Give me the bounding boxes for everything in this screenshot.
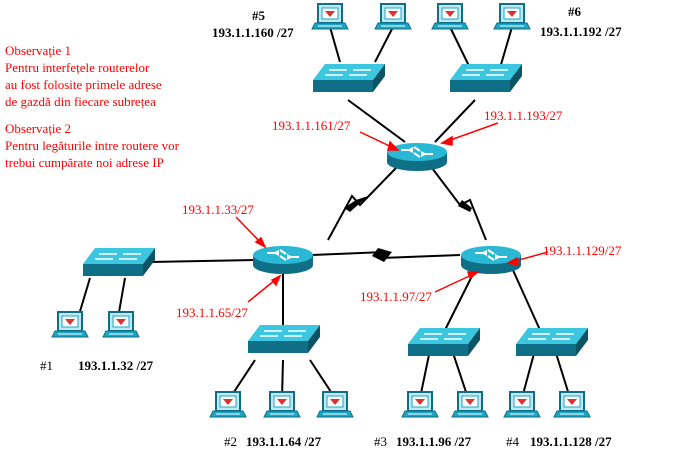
- subnet-5-number: #5: [252, 8, 266, 23]
- observation-1-line: de gazdă din fiecare subrețea: [5, 94, 156, 109]
- observation-2-line: Pentru legăturile intre routere vor: [5, 138, 180, 153]
- annotation-arrows: [235, 122, 549, 303]
- subnet-4-address: 193.1.1.128 /27: [530, 434, 612, 449]
- observation-2-title: Observație 2: [5, 121, 71, 136]
- switch-icon-5: [312, 63, 386, 93]
- interface-label: 193.1.1.161/27: [272, 118, 351, 133]
- observation-2-line: trebui cumpărate noi adrese IP: [5, 155, 164, 170]
- pc-icon: [493, 3, 531, 30]
- pc-icon: [209, 391, 247, 418]
- subnet-6-number: #6: [568, 4, 582, 19]
- observation-1-line: au fost folosite primele adrese: [5, 77, 162, 92]
- pc-icon: [263, 391, 301, 418]
- pc-icon: [51, 311, 89, 338]
- router-icon-left: [252, 245, 314, 275]
- subnet-1-address: 193.1.1.32 /27: [78, 358, 154, 373]
- pc-icon: [311, 3, 349, 30]
- pc-icon: [316, 391, 354, 418]
- switch-icon-1: [82, 247, 156, 277]
- interface-label: 193.1.1.33/27: [182, 202, 254, 217]
- pc-icon: [431, 3, 469, 30]
- subnet-3-number: #3: [374, 434, 387, 449]
- subnet-4-number: #4: [506, 434, 520, 449]
- interface-label: 193.1.1.193/27: [484, 108, 563, 123]
- interface-label: 193.1.1.129/27: [543, 243, 622, 258]
- observation-1-line: Pentru interfețele routerelor: [5, 60, 150, 75]
- interface-label: 193.1.1.65/27: [176, 305, 248, 320]
- observation-1-title: Observație 1: [5, 43, 71, 58]
- subnet-5-address: 193.1.1.160 /27: [212, 25, 294, 40]
- switch-icon-2: [247, 324, 321, 354]
- serial-links: [311, 167, 487, 260]
- subnet-1-number: #1: [40, 358, 53, 373]
- pc-icon: [102, 311, 140, 338]
- subnet-2-address: 193.1.1.64 /27: [246, 434, 322, 449]
- serial-bolts: [344, 196, 472, 262]
- interface-label: 193.1.1.97/27: [360, 289, 432, 304]
- pc-icon: [374, 3, 412, 30]
- pc-icon: [451, 391, 489, 418]
- cables: [77, 26, 571, 399]
- subnet-2-number: #2: [224, 434, 237, 449]
- pc-icon: [401, 391, 439, 418]
- pc-icon: [553, 391, 591, 418]
- subnet-3-address: 193.1.1.96 /27: [396, 434, 472, 449]
- pc-icon: [503, 391, 541, 418]
- switch-icon-6: [449, 63, 523, 93]
- switch-icon-4: [515, 327, 589, 357]
- subnet-6-address: 193.1.1.192 /27: [540, 24, 622, 39]
- switch-icon-3: [407, 327, 481, 357]
